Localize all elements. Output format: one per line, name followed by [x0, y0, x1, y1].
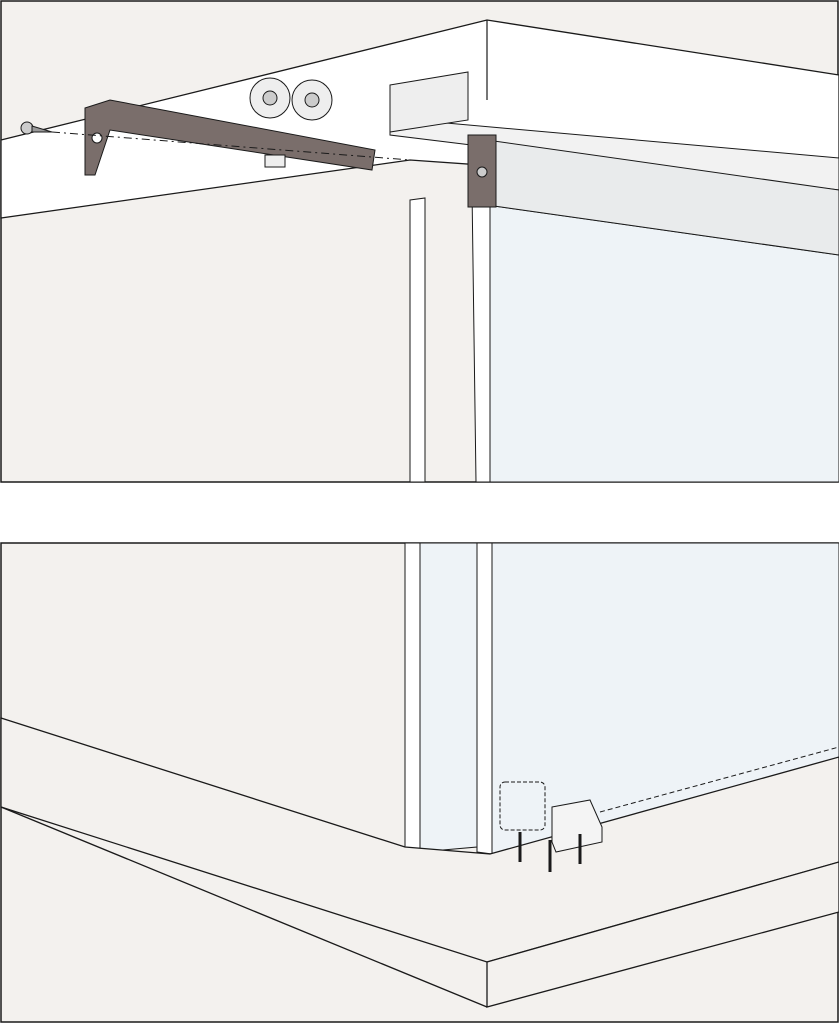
- screw-head-icon: [476, 166, 488, 178]
- roller-carriage-icon: [249, 77, 333, 168]
- wood-screw-icon: [20, 121, 53, 135]
- door-edge-left: [404, 542, 421, 853]
- mounting-bracket: [84, 99, 376, 176]
- assembly-dash-line: [51, 131, 411, 161]
- door-left-face: [419, 542, 478, 853]
- track-profile-end: [389, 71, 469, 133]
- floor-front-face: [486, 861, 839, 1008]
- floor-top: [0, 717, 839, 963]
- floor-guide-icon: [499, 781, 603, 872]
- bottom-assembly-view: [0, 542, 839, 1023]
- door-edge-right: [476, 542, 493, 855]
- top-assembly-view: [0, 0, 839, 483]
- screw-hole-icon: [91, 132, 103, 144]
- door-edge-left: [409, 197, 426, 483]
- guide-dash-line: [599, 746, 839, 813]
